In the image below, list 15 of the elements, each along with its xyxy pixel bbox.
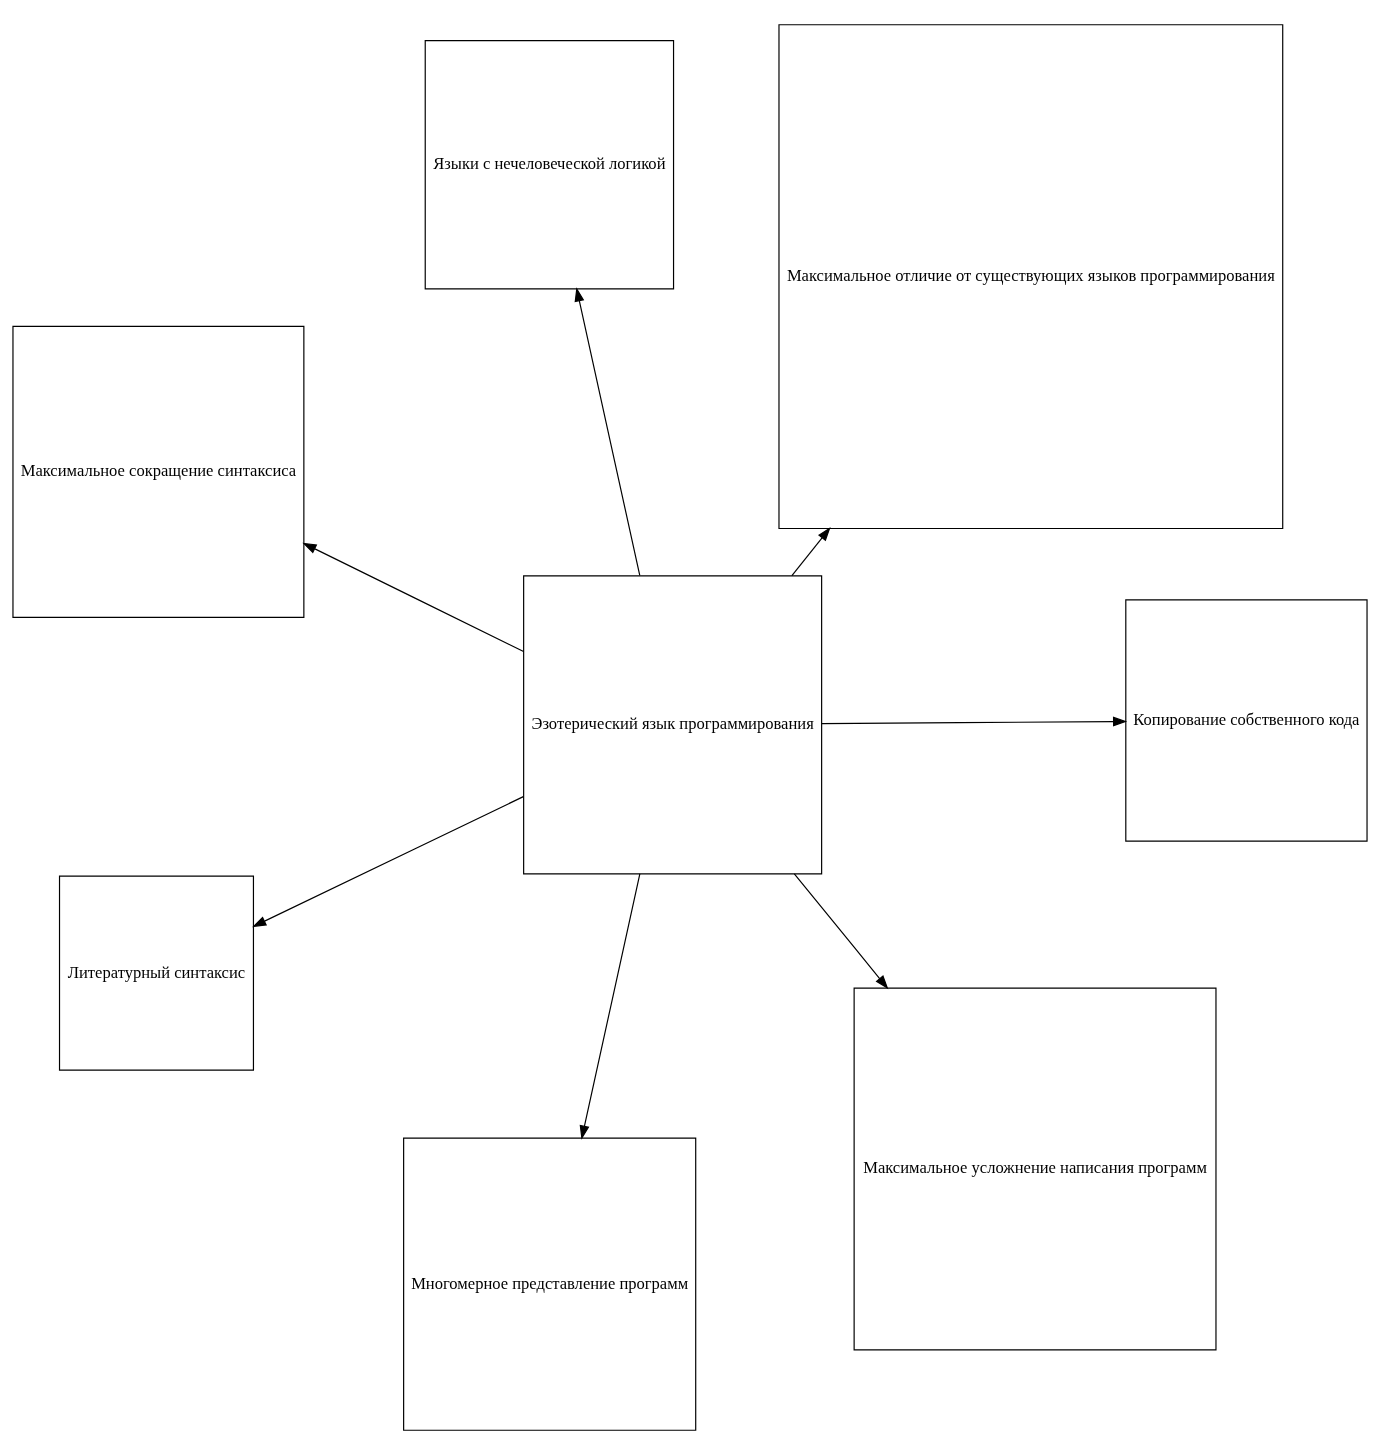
arrow: [793, 873, 889, 990]
arrow: [574, 287, 641, 577]
node-box: Языки с нечеловеческой логикой: [424, 40, 675, 290]
node-box: Максимальное сокращение синтаксиса: [12, 325, 305, 618]
node-box: Литературный синтаксис: [58, 875, 255, 1071]
arrow: [791, 527, 831, 577]
node-box: Копирование собственного кода: [1125, 599, 1368, 842]
node-box: Максимальное отличие от существующих языков программирования: [778, 24, 1284, 530]
arrow: [252, 796, 524, 928]
arrow: [302, 542, 525, 653]
node-box: Многомерное представление программ: [403, 1137, 697, 1431]
arrow: [821, 716, 1128, 727]
node-box: Эзотерический язык программирования: [523, 575, 823, 875]
arrow: [579, 873, 641, 1140]
node-box: Максимальное усложнение написания программ: [853, 987, 1217, 1351]
